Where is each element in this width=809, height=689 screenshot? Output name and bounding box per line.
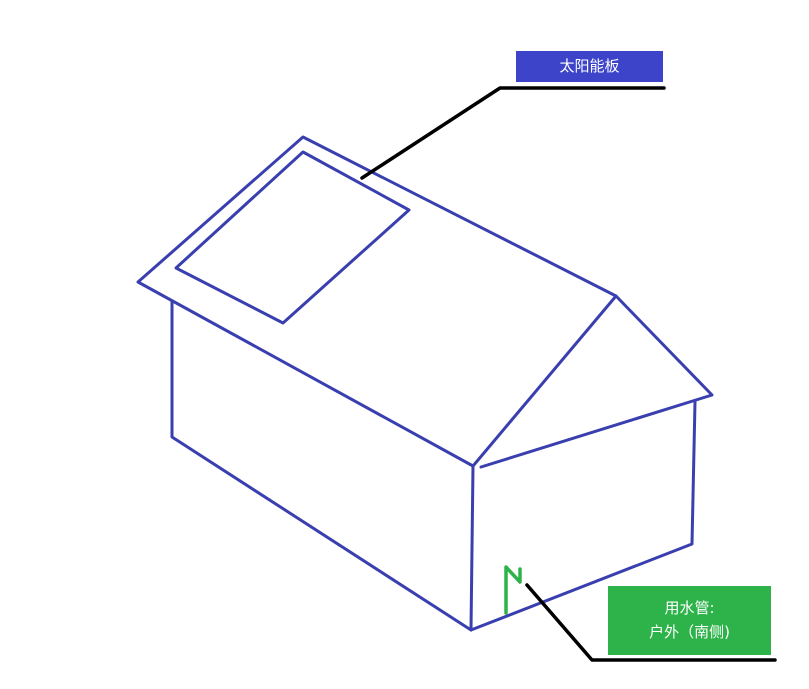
- roof-front-slope: [136, 135, 618, 468]
- pipe-label-background: [608, 586, 771, 655]
- water-pipe-leader-line: [525, 583, 777, 662]
- solar-panel-outline: [174, 150, 411, 325]
- solar-panel-leader-line: [360, 86, 666, 180]
- solar-panel-label: 太阳能板: [516, 51, 663, 82]
- water-pipe-label: 用水管: 户外（南侧): [608, 586, 771, 655]
- water-pipe-label-line1: 用水管:: [664, 599, 715, 618]
- side-wall: [469, 400, 697, 632]
- solar-label-background: [516, 51, 663, 82]
- water-pipe-label-line2: 户外（南侧): [649, 622, 730, 641]
- solar-panel-label-text: 太阳能板: [559, 56, 620, 75]
- front-wall: [170, 300, 475, 632]
- roof-gable: [479, 294, 714, 469]
- water-pipe-icon: [504, 565, 522, 615]
